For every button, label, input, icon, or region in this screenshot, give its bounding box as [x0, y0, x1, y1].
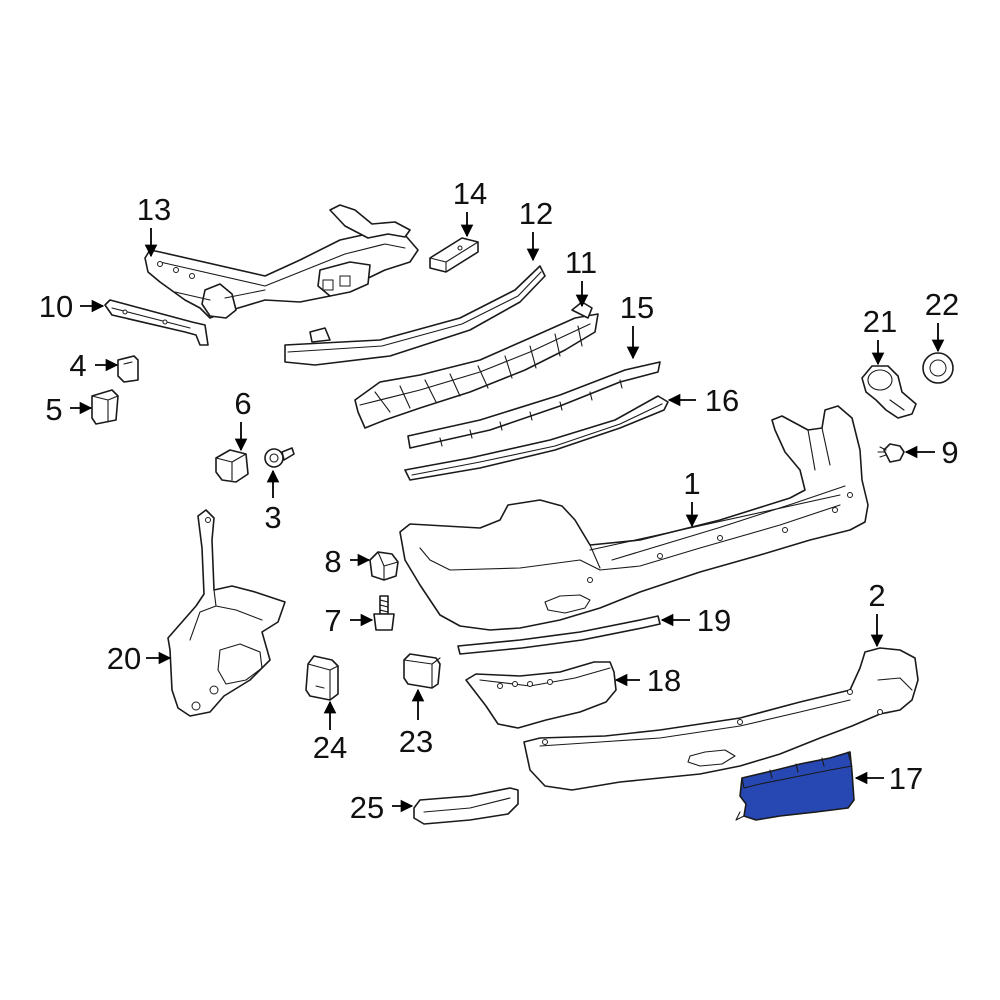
callout-4: 4 — [69, 348, 86, 383]
part-14-module[interactable] — [429, 237, 479, 273]
callout-17: 17 — [889, 761, 923, 796]
callout-12: 12 — [519, 196, 553, 231]
callout-22: 22 — [925, 287, 959, 322]
callout-15: 15 — [620, 290, 654, 325]
part-25-reflector[interactable] — [413, 787, 519, 825]
part-22-sensor-ring[interactable] — [922, 352, 954, 384]
callout-21: 21 — [863, 304, 897, 339]
part-8-nut[interactable] — [369, 551, 399, 581]
part-3-bolt[interactable] — [264, 447, 295, 468]
callout-9: 9 — [941, 435, 958, 470]
part-4-clip[interactable] — [117, 355, 139, 383]
callout-19: 19 — [697, 603, 731, 638]
part-15-strip[interactable] — [407, 361, 661, 449]
part-5-clip[interactable] — [91, 389, 119, 425]
part-2-lower-valance[interactable] — [523, 647, 919, 791]
callout-10: 10 — [39, 289, 73, 324]
callout-14: 14 — [453, 176, 487, 211]
callout-13: 13 — [137, 192, 171, 227]
part-1-bumper-cover[interactable] — [399, 405, 869, 631]
part-13-tow-hitch[interactable] — [144, 204, 419, 319]
part-18-bracket[interactable] — [465, 661, 617, 729]
callout-5: 5 — [45, 392, 62, 427]
part-23-module[interactable] — [403, 653, 441, 689]
callout-23: 23 — [399, 724, 433, 759]
callout-8: 8 — [324, 544, 341, 579]
callout-6: 6 — [234, 386, 251, 421]
callout-numbers: 1 2 3 4 5 6 7 8 9 10 11 12 13 14 15 16 1… — [39, 176, 959, 825]
callout-24: 24 — [313, 730, 347, 765]
callout-3: 3 — [264, 500, 281, 535]
part-17-tow-hook-cover[interactable] — [735, 751, 855, 821]
callout-20: 20 — [107, 641, 141, 676]
callout-11: 11 — [565, 245, 597, 280]
callout-25: 25 — [350, 790, 384, 825]
part-9-push-pin[interactable] — [877, 443, 905, 463]
part-6-bracket[interactable] — [215, 449, 249, 483]
part-7-bolt[interactable] — [373, 595, 395, 631]
part-21-parking-sensor[interactable] — [861, 365, 917, 419]
part-10-bracket[interactable] — [104, 299, 209, 346]
callout-7: 7 — [324, 603, 341, 638]
part-20-bracket[interactable] — [167, 509, 286, 717]
part-24-module[interactable] — [305, 655, 339, 701]
callout-1: 1 — [683, 466, 700, 501]
callout-18: 18 — [647, 663, 681, 698]
callout-2: 2 — [868, 578, 885, 613]
part-16-strip[interactable] — [404, 395, 669, 481]
part-19-strip[interactable] — [457, 615, 661, 655]
part-12-impact-bar[interactable] — [284, 265, 546, 366]
callout-16: 16 — [705, 383, 739, 418]
callout-arrows — [70, 212, 945, 813]
